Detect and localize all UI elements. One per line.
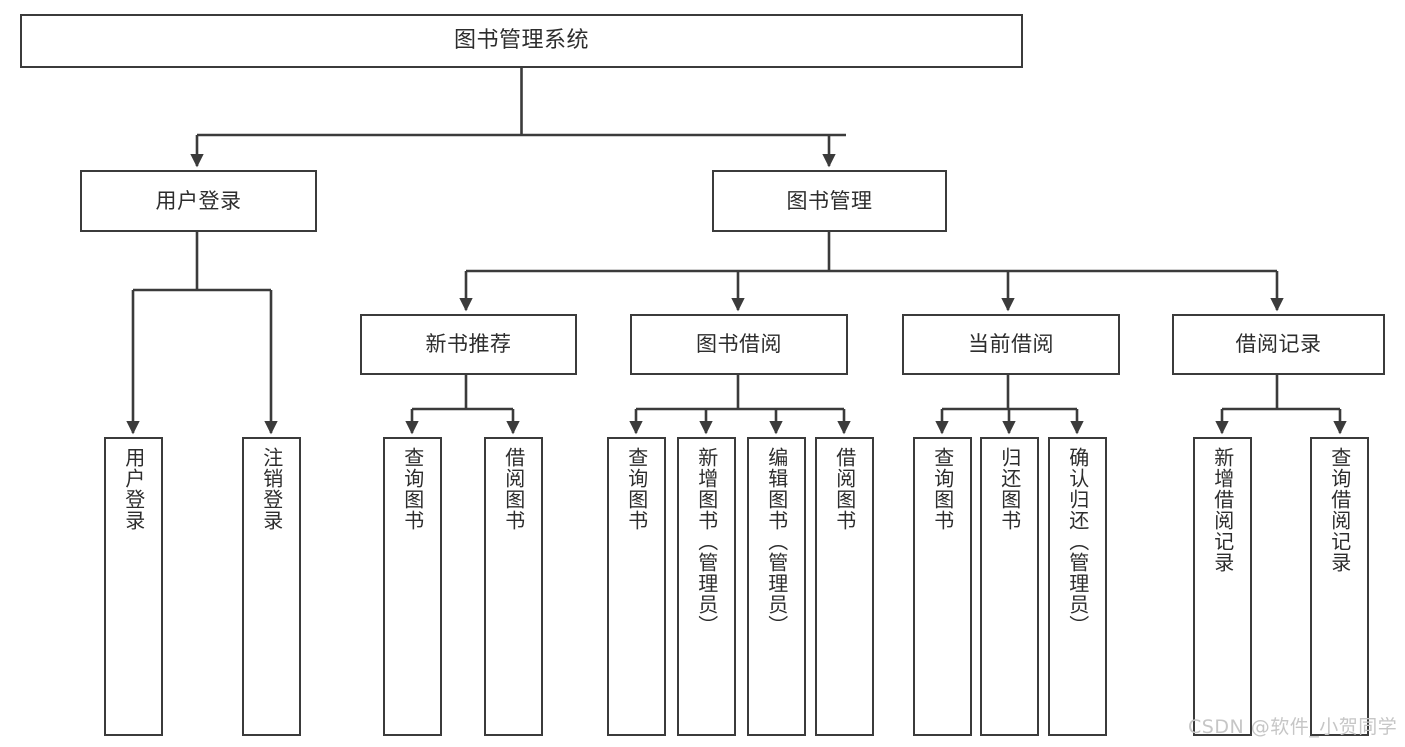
- node-label: 新书推荐: [425, 332, 512, 357]
- node-new-book-recommend[interactable]: 新书推荐: [360, 314, 577, 375]
- node-book-borrow[interactable]: 图书借阅: [630, 314, 848, 375]
- leaf-current-confirm-return-admin[interactable]: 确认归还（管理员）: [1048, 437, 1107, 736]
- node-label: 借阅图书: [832, 447, 857, 531]
- node-label: 注销登录: [259, 447, 284, 531]
- leaf-record-query-borrow-record[interactable]: 查询借阅记录: [1310, 437, 1369, 736]
- node-label: 图书借阅: [696, 332, 782, 357]
- leaf-current-query-book[interactable]: 查询图书: [913, 437, 972, 736]
- node-label: 图书管理系统: [453, 28, 589, 54]
- leaf-user-login-login[interactable]: 用户登录: [104, 437, 163, 736]
- leaf-recommend-borrow-book[interactable]: 借阅图书: [484, 437, 543, 736]
- node-user-login[interactable]: 用户登录: [80, 170, 317, 232]
- node-label: 查询图书: [400, 447, 425, 531]
- node-label: 归还图书: [997, 447, 1022, 531]
- leaf-user-login-logout[interactable]: 注销登录: [242, 437, 301, 736]
- node-current-borrow[interactable]: 当前借阅: [902, 314, 1120, 375]
- csdn-watermark: CSDN @软件_小贺同学: [1188, 716, 1398, 738]
- node-label: 当前借阅: [968, 332, 1054, 357]
- node-label: 新增借阅记录: [1210, 447, 1235, 573]
- node-label: 新增图书（管理员）: [694, 447, 719, 636]
- node-label: 编辑图书（管理员）: [764, 447, 789, 636]
- leaf-borrow-query-book[interactable]: 查询图书: [607, 437, 666, 736]
- leaf-current-return-book[interactable]: 归还图书: [980, 437, 1039, 736]
- node-label: 图书管理: [786, 188, 873, 213]
- leaf-recommend-query-book[interactable]: 查询图书: [383, 437, 442, 736]
- node-root-book-management-system[interactable]: 图书管理系统: [20, 14, 1023, 68]
- node-label: 借阅图书: [501, 447, 526, 531]
- node-label: 查询借阅记录: [1327, 447, 1352, 573]
- node-borrow-record[interactable]: 借阅记录: [1172, 314, 1385, 375]
- node-label: 借阅记录: [1235, 332, 1322, 357]
- leaf-borrow-edit-book-admin[interactable]: 编辑图书（管理员）: [747, 437, 806, 736]
- leaf-borrow-add-book-admin[interactable]: 新增图书（管理员）: [677, 437, 736, 736]
- node-label: 查询图书: [930, 447, 955, 531]
- node-label: 用户登录: [121, 447, 146, 531]
- node-book-management[interactable]: 图书管理: [712, 170, 947, 232]
- leaf-borrow-borrow-book[interactable]: 借阅图书: [815, 437, 874, 736]
- leaf-record-add-borrow-record[interactable]: 新增借阅记录: [1193, 437, 1252, 736]
- node-label: 用户登录: [155, 188, 242, 213]
- node-label: 确认归还（管理员）: [1065, 447, 1090, 636]
- node-label: 查询图书: [624, 447, 649, 531]
